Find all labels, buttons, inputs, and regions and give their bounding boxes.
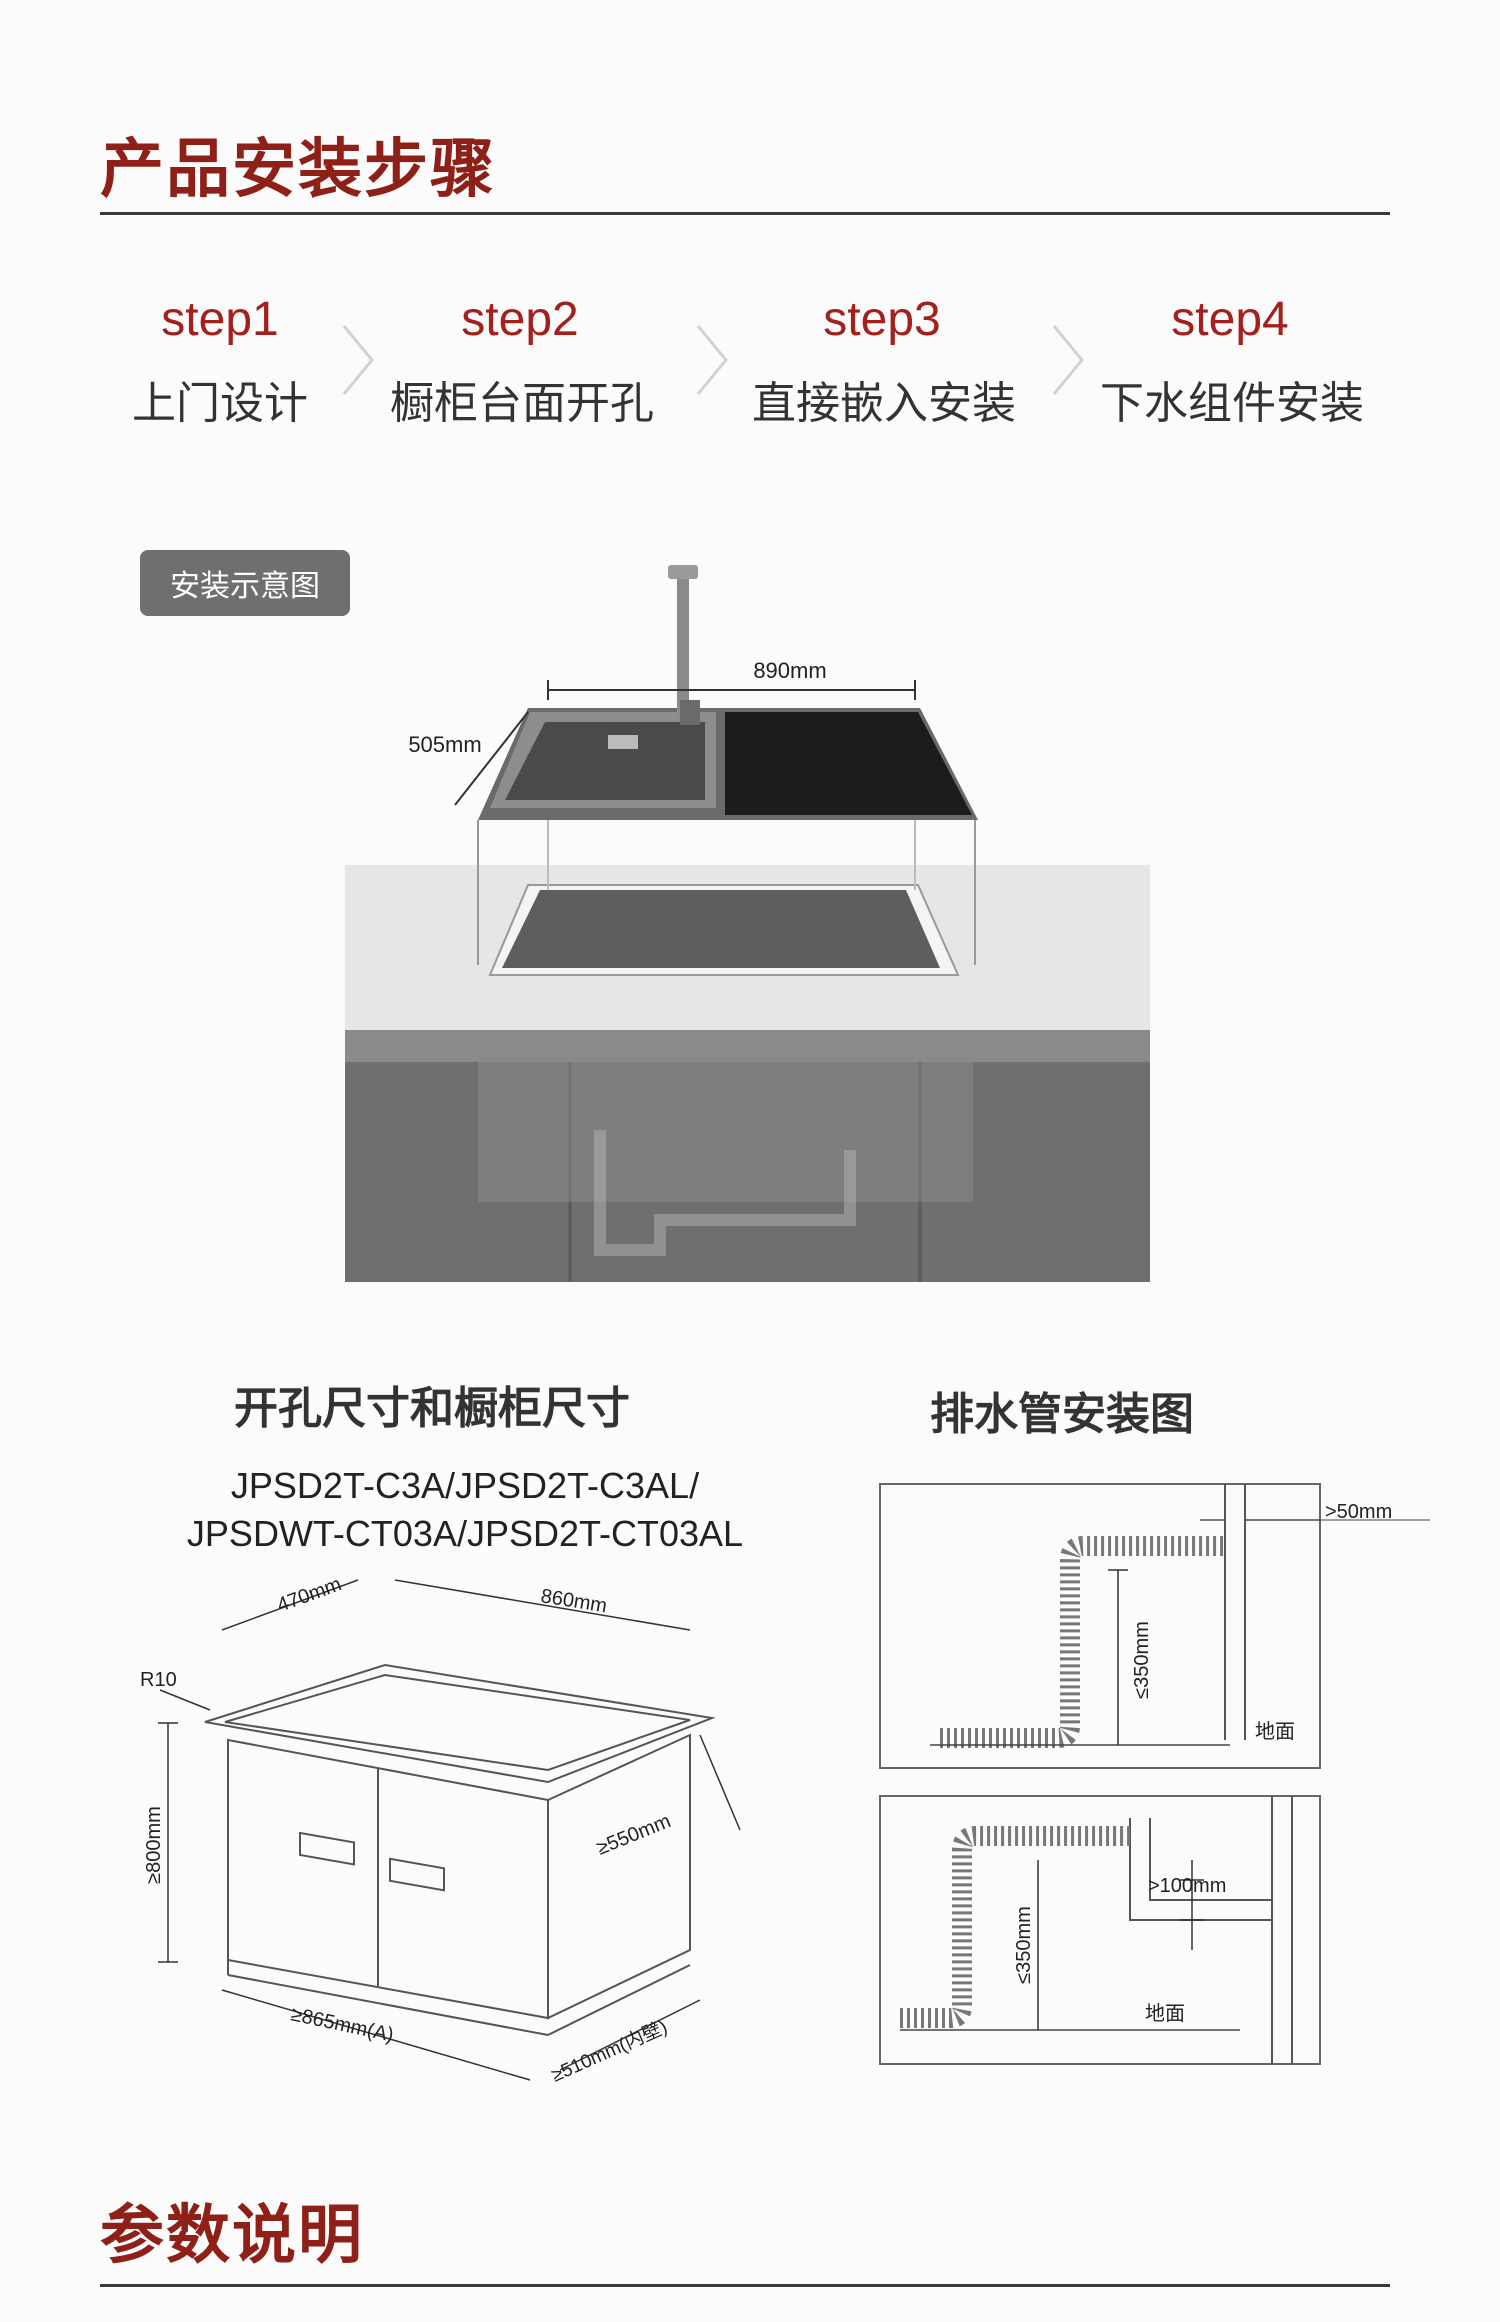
install-steps-title: 产品安装步骤 bbox=[100, 133, 496, 207]
step-1-id: step1 bbox=[161, 293, 279, 346]
step-1: step1 上门设计 bbox=[90, 292, 350, 431]
sink-basin bbox=[505, 722, 705, 800]
step-3: step3 直接嵌入安装 bbox=[752, 292, 1016, 431]
min-gap-label: >100mm bbox=[1148, 1875, 1226, 1897]
cutout-dimension-title: 开孔尺寸和橱柜尺寸 bbox=[234, 1383, 630, 1434]
step-3-label: 直接嵌入安装 bbox=[752, 378, 1016, 429]
width-dimension-label: 890mm bbox=[753, 658, 826, 683]
drain-hose-top bbox=[940, 1536, 1224, 1748]
step-3-id: step3 bbox=[823, 293, 941, 346]
sink-installation-illustration: 890mm 505mm bbox=[345, 565, 1150, 1282]
cabinet-body bbox=[345, 1050, 1150, 1282]
installation-diagram-badge: 安装示意图 bbox=[140, 550, 350, 616]
model-list: JPSD2T-C3A/JPSD2T-C3AL/ JPSDWT-CT03A/JPS… bbox=[150, 1462, 780, 1558]
model-line-2: JPSDWT-CT03A/JPSD2T-CT03AL bbox=[186, 1513, 744, 1554]
drain-hose-bottom bbox=[900, 1826, 1130, 2028]
title-divider bbox=[100, 212, 1390, 215]
step-4-id: step4 bbox=[1171, 293, 1289, 346]
model-line-1: JPSD2T-C3A/JPSD2T-C3AL/ bbox=[230, 1465, 700, 1506]
step-2-id: step2 bbox=[461, 293, 579, 346]
step-1-label: 上门设计 bbox=[132, 378, 308, 429]
step-4-label: 下水组件安装 bbox=[1100, 378, 1364, 429]
wall-gap-label: >50mm bbox=[1325, 1501, 1392, 1523]
cabinet-width-label: ≥865mm(A) bbox=[289, 2003, 396, 2046]
max-height-label-1: ≤350mm bbox=[1131, 1621, 1153, 1699]
floor-label-1: 地面 bbox=[1255, 1720, 1295, 1743]
floor-label-2: 地面 bbox=[1145, 2002, 1185, 2025]
depth-dimension-label: 505mm bbox=[408, 732, 481, 757]
chevron-right-icon bbox=[696, 325, 728, 395]
dishwasher-lid bbox=[725, 712, 972, 815]
chevron-right-icon bbox=[342, 325, 374, 395]
cutout-depth-label: 470mm bbox=[274, 1573, 344, 1616]
params-divider bbox=[100, 2284, 1390, 2287]
chevron-right-icon bbox=[1052, 325, 1084, 395]
cabinet-height-label: ≥800mm bbox=[143, 1806, 165, 1884]
countertop-cutout bbox=[502, 890, 940, 968]
corner-radius-label: R10 bbox=[140, 1669, 177, 1691]
cutout-width-label: 860mm bbox=[539, 1585, 608, 1617]
step-4: step4 下水组件安装 bbox=[1100, 292, 1364, 431]
step-2-label: 橱柜台面开孔 bbox=[390, 378, 654, 429]
drain-pipe-title: 排水管安装图 bbox=[930, 1389, 1194, 1440]
drain-pipe-ghost bbox=[594, 1130, 856, 1256]
faucet bbox=[677, 570, 689, 720]
step-2: step2 橱柜台面开孔 bbox=[390, 292, 654, 431]
drain-pipe-diagram: >50mm ≤350mm 地面 >100mm ≤350mm 地面 bbox=[879, 1483, 1430, 2065]
max-height-label-2: ≤350mm bbox=[1013, 1906, 1035, 1984]
parameters-title: 参数说明 bbox=[100, 2199, 364, 2273]
cabinet-dimension-drawing: R10 470mm 860mm ≥800mm ≥550mm ≥865mm(A) … bbox=[140, 1573, 741, 2087]
cabinet-depth-label: ≥550mm bbox=[594, 1810, 674, 1859]
